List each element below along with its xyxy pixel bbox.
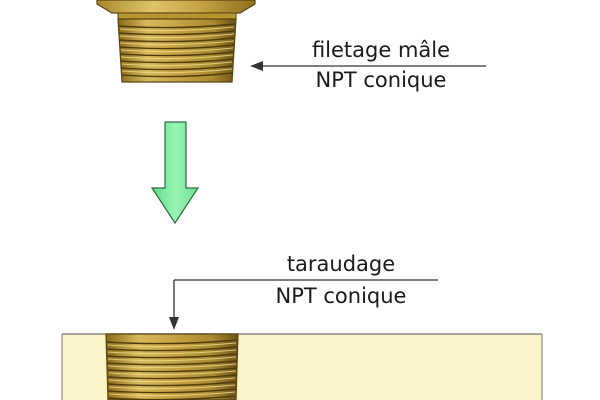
male-thread-highlights — [119, 26, 235, 74]
down-arrow-icon — [150, 121, 200, 225]
female-thread-leader — [169, 279, 438, 330]
male-thread-leader — [250, 61, 486, 71]
male-thread-crests — [118, 23, 236, 78]
female-thread-label-line1: taraudage — [286, 252, 396, 276]
female-thread-crests — [106, 339, 238, 400]
female-thread-label: taraudage NPT conique — [236, 252, 446, 308]
male-thread-leader-arrowhead — [250, 61, 263, 71]
male-fitting — [96, 0, 256, 83]
male-thread-label-line2: NPT conique — [315, 68, 447, 92]
female-thread-leader-arrowhead — [169, 317, 179, 330]
female-thread-label-line2: NPT conique — [275, 284, 407, 308]
male-fitting-collar — [117, 12, 237, 20]
female-thread-highlights — [107, 342, 237, 397]
male-thread-label: filetage mâle NPT conique — [276, 38, 486, 92]
male-fitting-hex-body — [96, 0, 256, 14]
tapped-plate — [61, 333, 543, 400]
male-thread-label-line1: filetage mâle — [311, 38, 451, 62]
